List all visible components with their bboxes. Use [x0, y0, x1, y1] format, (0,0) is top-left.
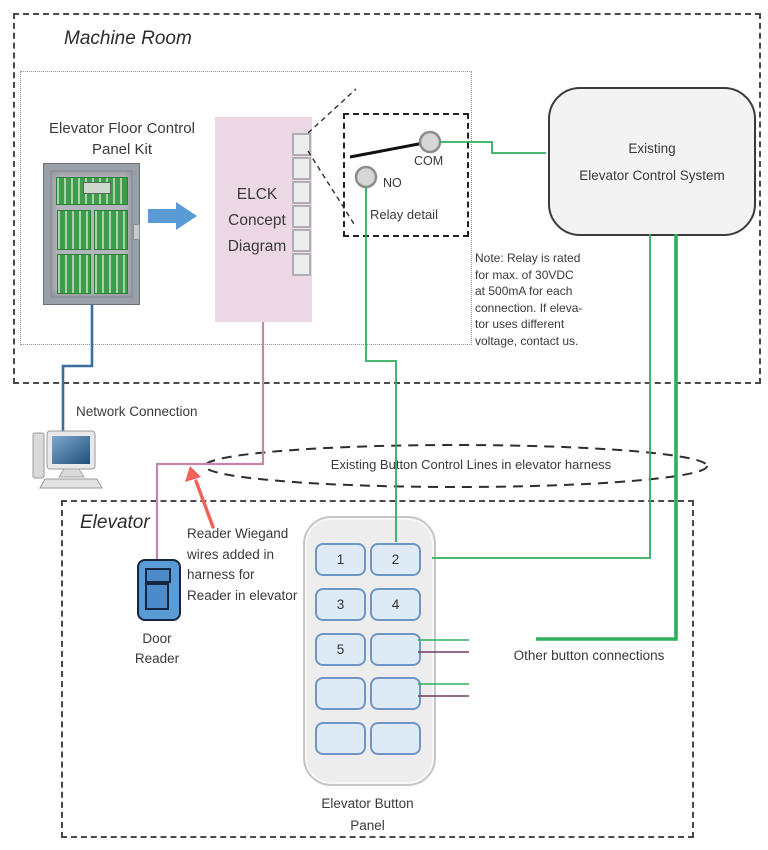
elck-terminal-6 [292, 253, 311, 276]
note-line-3: at 500mA for each [475, 284, 573, 298]
existing-system-line2: Elevator Control System [579, 167, 725, 183]
elck-terminal-5 [292, 229, 311, 252]
note-line-5: tor uses different [475, 317, 565, 331]
panel-button-8 [370, 677, 421, 710]
reader-wiegand-note: Reader Wiegand wires added in harness fo… [187, 524, 297, 606]
relay-detail-caption: Relay detail [370, 207, 438, 222]
button-panel-caption: Elevator Button Panel [303, 793, 432, 837]
enclosure-latch [133, 224, 140, 240]
panel-button-4: 4 [370, 588, 421, 621]
elevator-button-panel: 1 2 3 4 5 [303, 516, 436, 786]
relay-rating-note: Note: Relay is rated for max. of 30VDC a… [475, 250, 582, 349]
panel-button-3: 3 [315, 588, 366, 621]
note-line-6: voltage, contact us. [475, 333, 579, 348]
door-reader-label: Door Reader [122, 629, 192, 669]
panel-button-5: 5 [315, 633, 366, 666]
reader-led-window [145, 568, 171, 583]
wiegand-arrow-head [185, 466, 201, 482]
relay-pcb-3 [57, 254, 91, 294]
monitor-stand [58, 468, 85, 478]
computer-tower [32, 432, 45, 479]
network-connection-label: Network Connection [76, 404, 198, 419]
elck-label-line3: Diagram [227, 238, 287, 255]
elck-terminal-3 [292, 181, 311, 204]
wiegand-line-3: harness for [187, 567, 255, 582]
panel-button-9 [315, 722, 366, 755]
panel-caption-line1: Elevator Button [321, 796, 414, 811]
relay-pcb-2 [94, 210, 128, 250]
elck-label-line2: Concept [228, 212, 286, 229]
existing-system-line1: Existing [628, 140, 676, 156]
wiegand-line-4: Reader in elevator [187, 587, 298, 603]
panel-kit-enclosure [52, 172, 131, 296]
elck-box-label: ELCK Concept Diagram [213, 182, 301, 260]
elck-terminal-2 [292, 157, 311, 180]
existing-control-system-box: Existing Elevator Control System [548, 87, 756, 236]
monitor-screen [52, 436, 90, 464]
relay-pcb-4 [94, 254, 128, 294]
note-line-4: connection. If eleva- [475, 300, 583, 315]
workstation-icon [32, 430, 103, 489]
panel-button-10 [370, 722, 421, 755]
keyboard [39, 478, 103, 489]
elck-label-line1: ELCK [236, 186, 278, 203]
relay-no-label: NO [383, 176, 402, 190]
door-reader-device [137, 559, 181, 621]
controller-pcb [56, 177, 128, 205]
panel-button-6 [370, 633, 421, 666]
door-reader-label-line2: Reader [134, 651, 180, 666]
panel-button-7 [315, 677, 366, 710]
lcd-display [83, 182, 111, 194]
panel-kit-title-line1: Elevator Floor Control [49, 120, 195, 137]
reader-keypad-area [145, 583, 169, 610]
elck-terminal-4 [292, 205, 311, 228]
relay-pcb-1 [57, 210, 91, 250]
relay-com-label: COM [414, 154, 444, 168]
panel-button-2: 2 [370, 543, 421, 576]
elevator-label: Elevator [80, 512, 150, 533]
panel-kit-photo [43, 163, 140, 305]
door-reader-label-line1: Door [142, 631, 172, 646]
wiegand-line-1: Reader Wiegand [187, 526, 289, 541]
note-line-2: for max. of 30VDC [475, 267, 574, 282]
note-line-1: Note: Relay is rated [475, 251, 581, 265]
panel-caption-line2: Panel [350, 818, 385, 833]
panel-button-1: 1 [315, 543, 366, 576]
monitor-frame [46, 430, 96, 470]
elck-terminal-1 [292, 133, 311, 156]
other-buttons-label: Other button connections [513, 648, 665, 663]
wiegand-line-2: wires added in [187, 546, 275, 562]
machine-room-label: Machine Room [64, 28, 192, 49]
panel-kit-title: Elevator Floor Control Panel Kit [38, 118, 206, 160]
harness-ellipse-label: Existing Button Control Lines in elevato… [330, 457, 612, 472]
panel-kit-title-line2: Panel Kit [91, 141, 153, 158]
